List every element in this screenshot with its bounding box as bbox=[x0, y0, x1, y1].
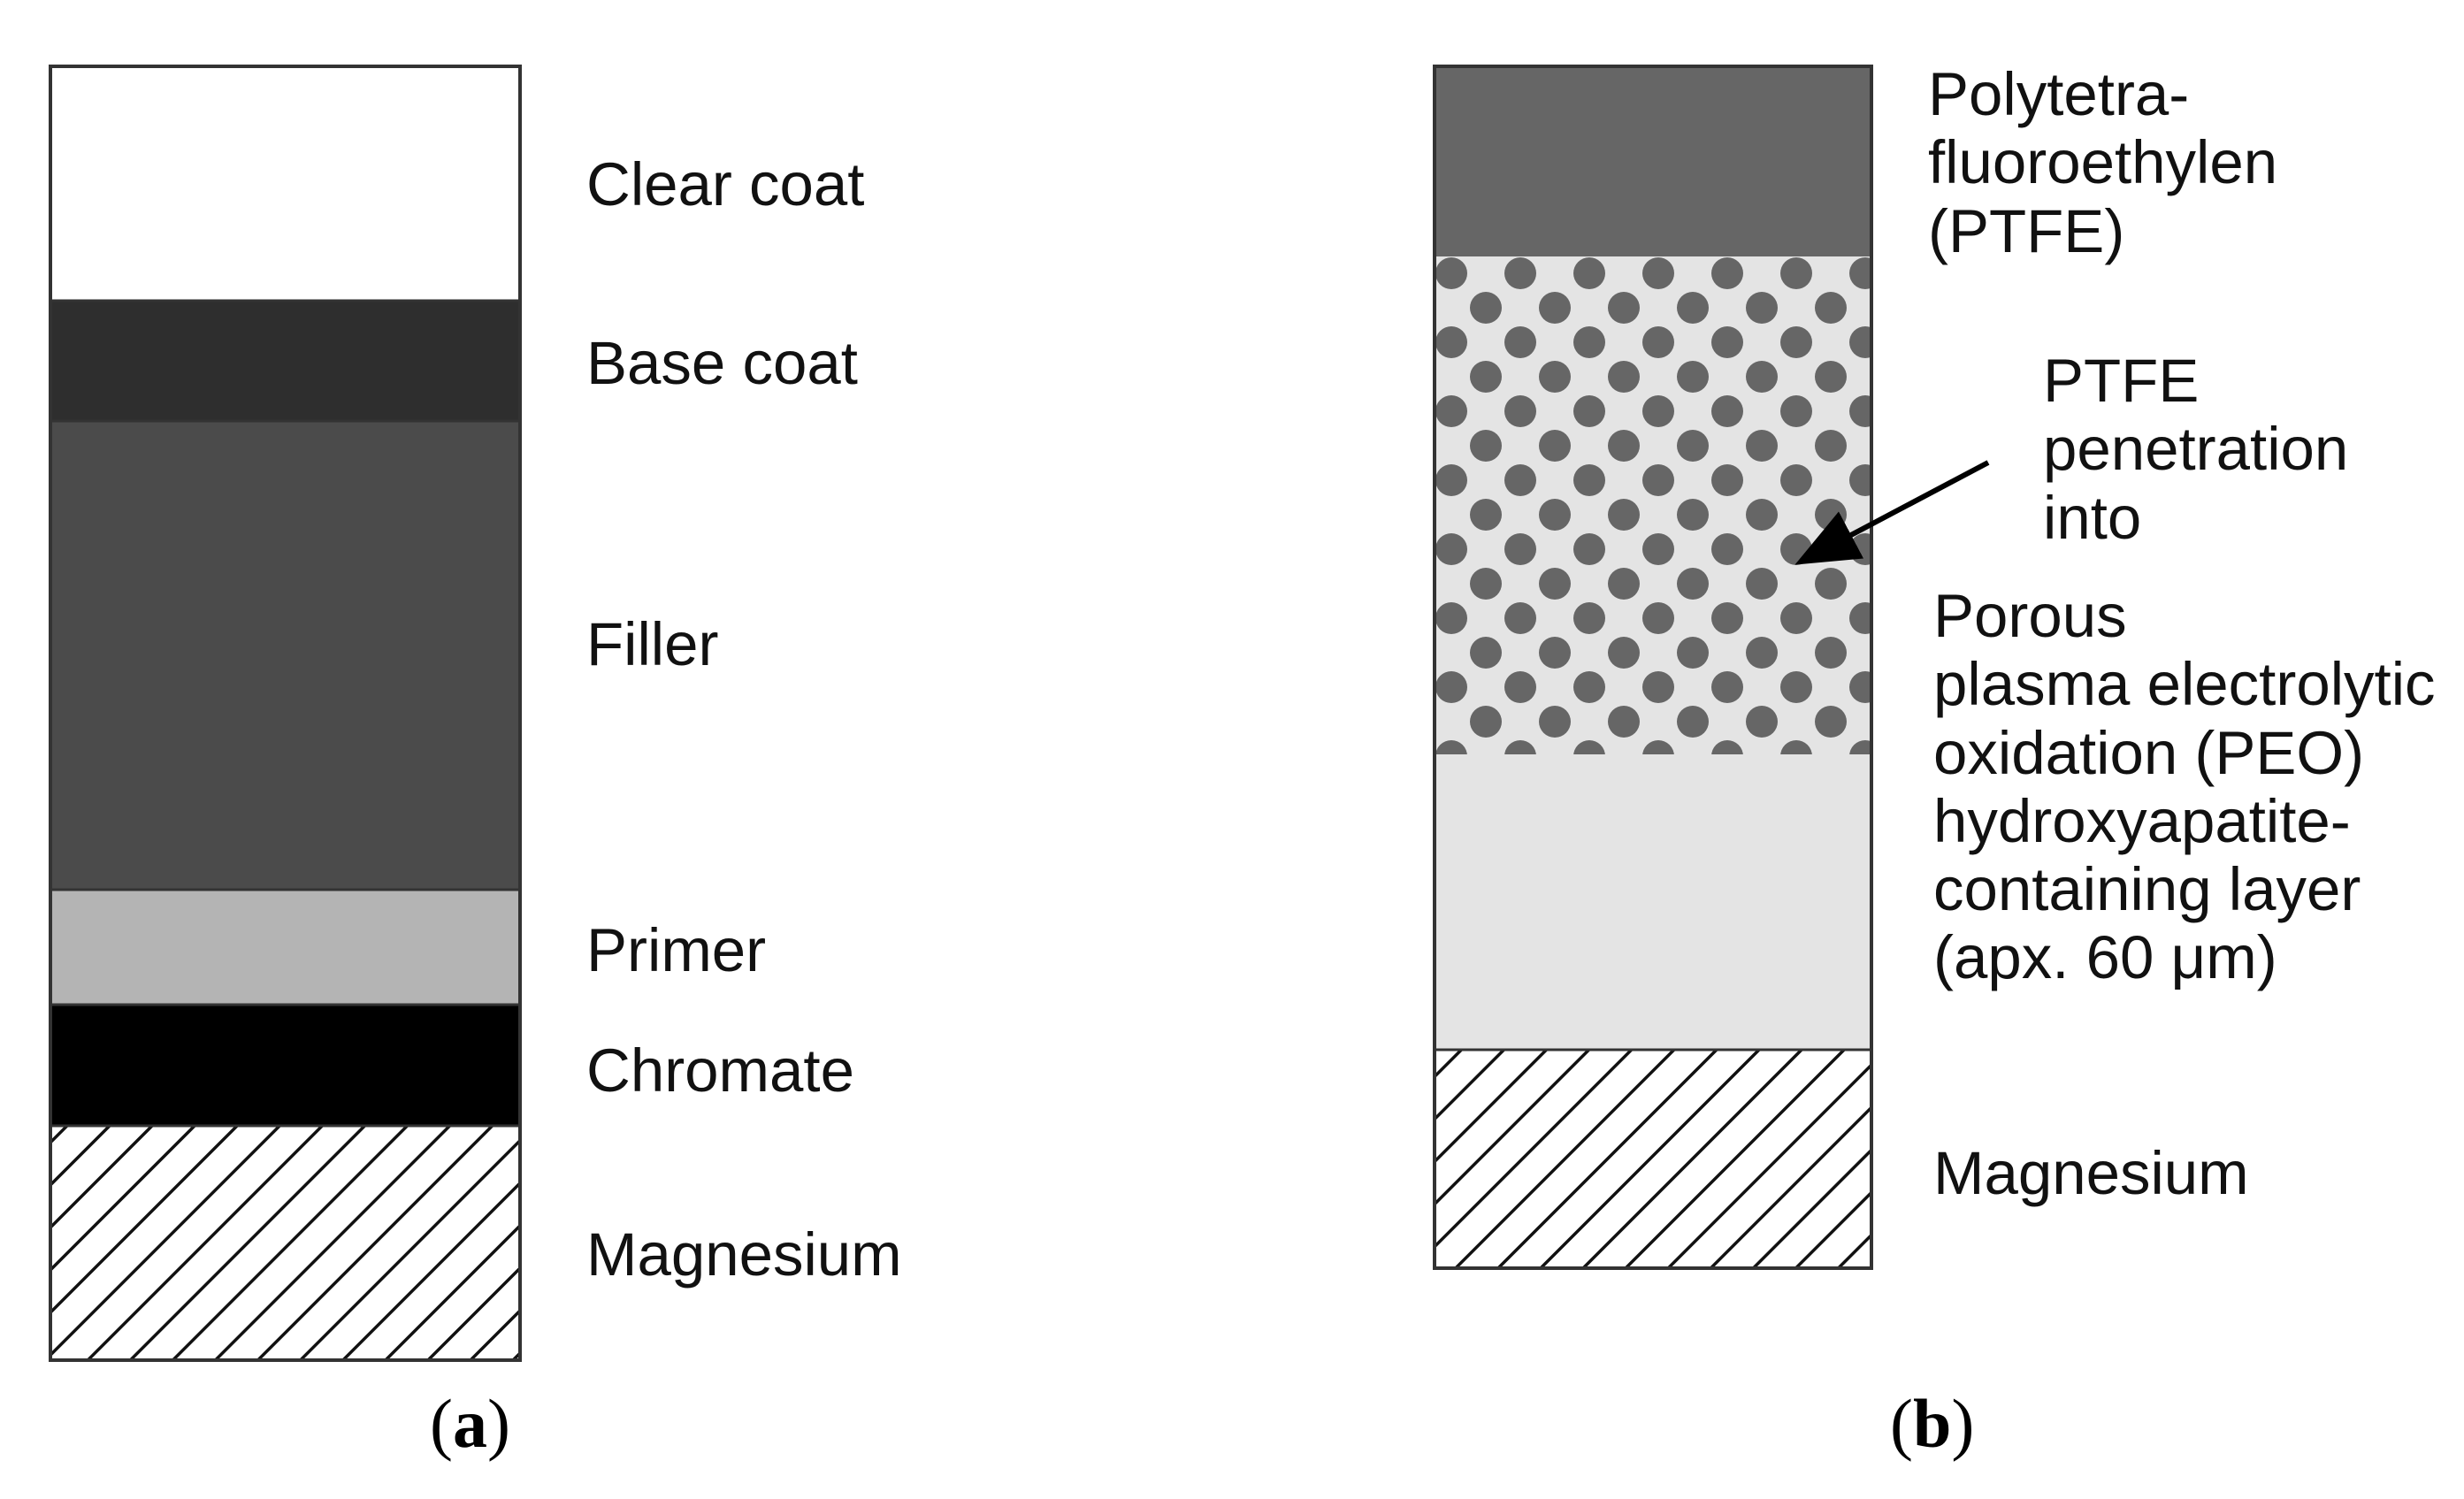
label-peo-layer: Porous plasma electrolytic oxidation (PE… bbox=[1933, 582, 2436, 992]
layer-peo bbox=[1435, 754, 1871, 1050]
layer-ptfe-penetration bbox=[1435, 256, 1871, 754]
layer-clear-coat bbox=[50, 66, 520, 301]
panel-b-stack bbox=[1433, 65, 1873, 1270]
layer-magnesium-a bbox=[50, 1126, 520, 1360]
layer-chromate bbox=[50, 1005, 520, 1126]
panel-a-stack bbox=[49, 65, 522, 1362]
label-primer: Primer bbox=[586, 916, 767, 984]
label-base-coat: Base coat bbox=[586, 329, 858, 397]
panel-b-outline bbox=[1433, 65, 1873, 1270]
panel-a-outline bbox=[49, 65, 522, 1362]
layer-filler bbox=[50, 421, 520, 890]
label-chromate: Chromate bbox=[586, 1036, 854, 1105]
layer-magnesium-b bbox=[1435, 1050, 1871, 1268]
layer-base-coat bbox=[50, 301, 520, 421]
label-clear-coat: Clear coat bbox=[586, 150, 865, 218]
caption-a: (a) bbox=[430, 1385, 510, 1462]
label-filler: Filler bbox=[586, 610, 719, 678]
layer-ptfe bbox=[1435, 66, 1871, 256]
label-ptfe: Polytetra- fluoroethylen (PTFE) bbox=[1928, 60, 2278, 265]
label-magnesium-a: Magnesium bbox=[586, 1220, 902, 1289]
label-ptfe-penetration: PTFE penetration into bbox=[2043, 347, 2349, 552]
label-magnesium-b: Magnesium bbox=[1933, 1139, 2249, 1207]
caption-b: (b) bbox=[1890, 1385, 1975, 1462]
layer-primer bbox=[50, 890, 520, 1005]
penetration-arrow bbox=[1794, 460, 1990, 565]
